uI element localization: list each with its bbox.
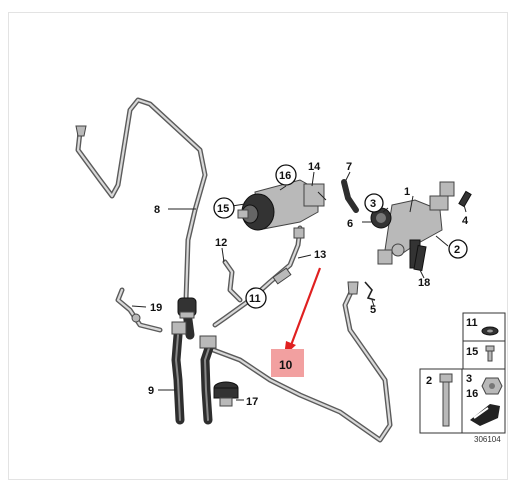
long-bolt-icon (439, 373, 453, 383)
pipe-line-10 (205, 281, 393, 443)
highlight-callout-10: 10 (271, 267, 322, 377)
legend-label-3: 3 (466, 373, 472, 385)
doc-number: 306104 (474, 435, 501, 444)
callout-15: 15 (217, 203, 229, 215)
hose-9 (171, 300, 217, 425)
legend-label-15: 15 (466, 346, 478, 358)
callout-16-circle (275, 164, 297, 186)
part-4 (458, 190, 472, 208)
legend-label-11: 11 (466, 317, 478, 329)
callout-7: 7 (346, 161, 352, 173)
part-18 (413, 244, 427, 272)
callout-13: 13 (314, 249, 326, 261)
pipe-end-fitting (75, 125, 87, 137)
legend-label-16: 16 (466, 388, 478, 400)
callout-16: 16 (279, 170, 291, 182)
callout-11: 11 (249, 293, 261, 305)
bracket-12 (222, 259, 243, 303)
red-arrow-icon (288, 267, 322, 349)
diagram-frame (8, 12, 508, 480)
callout-17: 17 (246, 396, 258, 408)
callout-6: 6 (347, 218, 353, 230)
callout-4: 4 (462, 215, 469, 227)
callout-11-circle (245, 287, 267, 309)
callout-18: 18 (418, 277, 430, 289)
callout-1: 1 (404, 186, 410, 198)
grommet (177, 297, 197, 319)
callout-labels: 1 2 3 4 5 6 7 8 9 17 12 13 14 15 16 18 1… (148, 161, 469, 408)
legend-grid: 11 15 2 3 16 306104 (419, 312, 506, 444)
hose-7 (341, 179, 359, 213)
pipe-fitting-top (347, 281, 359, 295)
callout-2: 2 (454, 244, 460, 256)
bracket-19 (115, 287, 163, 333)
callout-9: 9 (148, 385, 154, 397)
callout-10: 10 (279, 358, 293, 372)
leader-lines (131, 171, 467, 401)
hose-clamp-2 (199, 335, 217, 349)
tool-icon (470, 404, 500, 426)
grommet-17 (213, 381, 239, 407)
slave-cylinder-14 (237, 179, 327, 231)
clip-5 (364, 281, 376, 301)
seal-ring-3 (370, 207, 392, 229)
legend-label-2: 2 (426, 375, 432, 387)
highlight-box (271, 349, 304, 377)
callout-5: 5 (370, 304, 376, 316)
pipe-13 (212, 225, 305, 328)
callout-19: 19 (150, 302, 162, 314)
callout-8: 8 (154, 204, 160, 216)
callout-15-circle (213, 197, 235, 219)
pipe-line-8 (75, 97, 208, 333)
callout-12: 12 (215, 237, 227, 249)
small-bolt-icon (485, 345, 495, 352)
callout-2-circle (448, 239, 468, 259)
callout-3: 3 (370, 198, 376, 210)
master-cylinder-1 (377, 181, 455, 269)
hose-clamp (171, 321, 187, 335)
callout-14: 14 (308, 161, 321, 173)
callout-3-circle (364, 193, 384, 213)
